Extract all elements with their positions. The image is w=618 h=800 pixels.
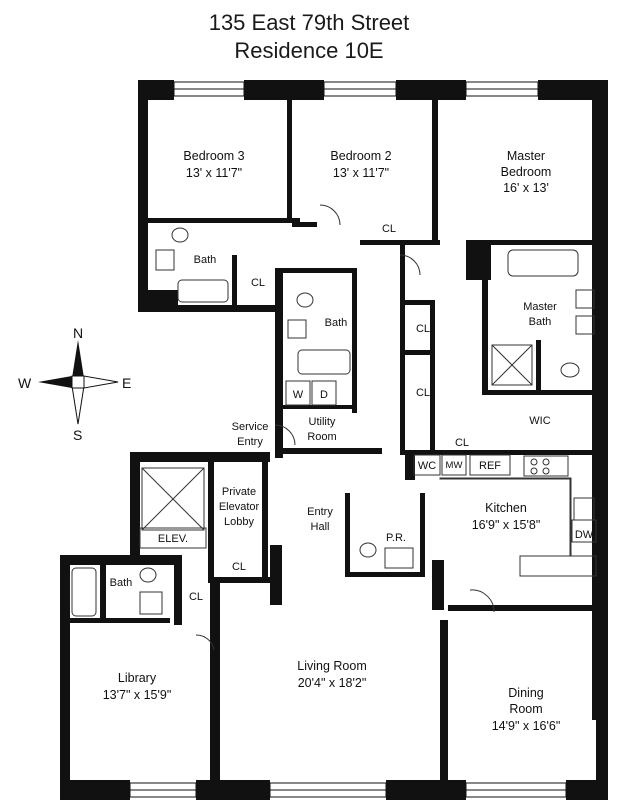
kitchen-name: Kitchen [485, 501, 527, 515]
elevator-lobby-name-2: Elevator [219, 501, 260, 513]
powder-room-label: P.R. [386, 532, 406, 544]
elevator-label: ELEV. [158, 533, 188, 545]
fixture-labels: CL CL CL CL CL CL CL W D WC MW REF DW [189, 223, 594, 603]
bath-left-label: Bath [194, 254, 217, 266]
master-bedroom-name-2: Bedroom [501, 165, 552, 179]
bedroom3-name: Bedroom 3 [183, 149, 244, 163]
living-room-name: Living Room [297, 659, 366, 673]
master-bath-name-1: Master [523, 301, 557, 313]
room-labels: Bedroom 3 13' x 11'7" Bedroom 2 13' x 11… [103, 149, 561, 733]
residence-title: Residence 10E [234, 38, 384, 63]
dining-room-name-1: Dining [508, 686, 543, 700]
fixtures-drawing [71, 204, 597, 651]
living-room-dims: 20'4" x 18'2" [298, 676, 367, 690]
wc-label: WC [418, 460, 436, 472]
dining-room-dims: 14'9" x 16'6" [492, 719, 561, 733]
library-name: Library [118, 671, 157, 685]
bedroom2-dims: 13' x 11'7" [333, 166, 389, 180]
address-title: 135 East 79th Street [208, 10, 410, 35]
washer-label: W [293, 389, 304, 401]
bedroom2-name: Bedroom 2 [330, 149, 391, 163]
compass-rose: N S E W [18, 325, 131, 443]
bath-center-label: Bath [325, 317, 348, 329]
microwave-label: MW [446, 460, 463, 471]
elevator-lobby-name-3: Lobby [224, 516, 254, 528]
closet-label-library: CL [189, 591, 203, 603]
library-dims: 13'7" x 15'9" [103, 688, 172, 702]
closet-label-master-1: CL [416, 323, 430, 335]
compass-north-label: N [73, 325, 83, 341]
dishwasher-label: DW [575, 529, 594, 541]
compass-east-label: E [122, 375, 131, 391]
service-entry-name-2: Entry [237, 436, 263, 448]
closet-label-master-2: CL [416, 387, 430, 399]
bedroom3-dims: 13' x 11'7" [186, 166, 242, 180]
dining-room-name-2: Room [509, 702, 542, 716]
bath-library-label: Bath [110, 577, 133, 589]
closet-label-lobby: CL [232, 561, 246, 573]
compass-south-label: S [73, 427, 82, 443]
elevator-lobby-name-1: Private [222, 486, 256, 498]
master-bedroom-name-1: Master [507, 149, 545, 163]
closet-label-kitchen: CL [455, 437, 469, 449]
windows [129, 81, 567, 798]
wic-label: WIC [529, 415, 550, 427]
utility-room-name-1: Utility [309, 416, 336, 428]
closet-label-bedroom2: CL [382, 223, 396, 235]
refrigerator-label: REF [479, 460, 501, 472]
dryer-label: D [320, 389, 328, 401]
entry-hall-name-1: Entry [307, 506, 333, 518]
closet-label-bedroom3: CL [251, 277, 265, 289]
compass-west-label: W [18, 375, 32, 391]
master-bedroom-dims: 16' x 13' [503, 181, 549, 195]
service-entry-name-1: Service [232, 421, 269, 433]
utility-room-name-2: Room [307, 431, 336, 443]
entry-hall-name-2: Hall [311, 521, 330, 533]
kitchen-dims: 16'9" x 15'8" [472, 518, 541, 532]
master-bath-name-2: Bath [529, 316, 552, 328]
